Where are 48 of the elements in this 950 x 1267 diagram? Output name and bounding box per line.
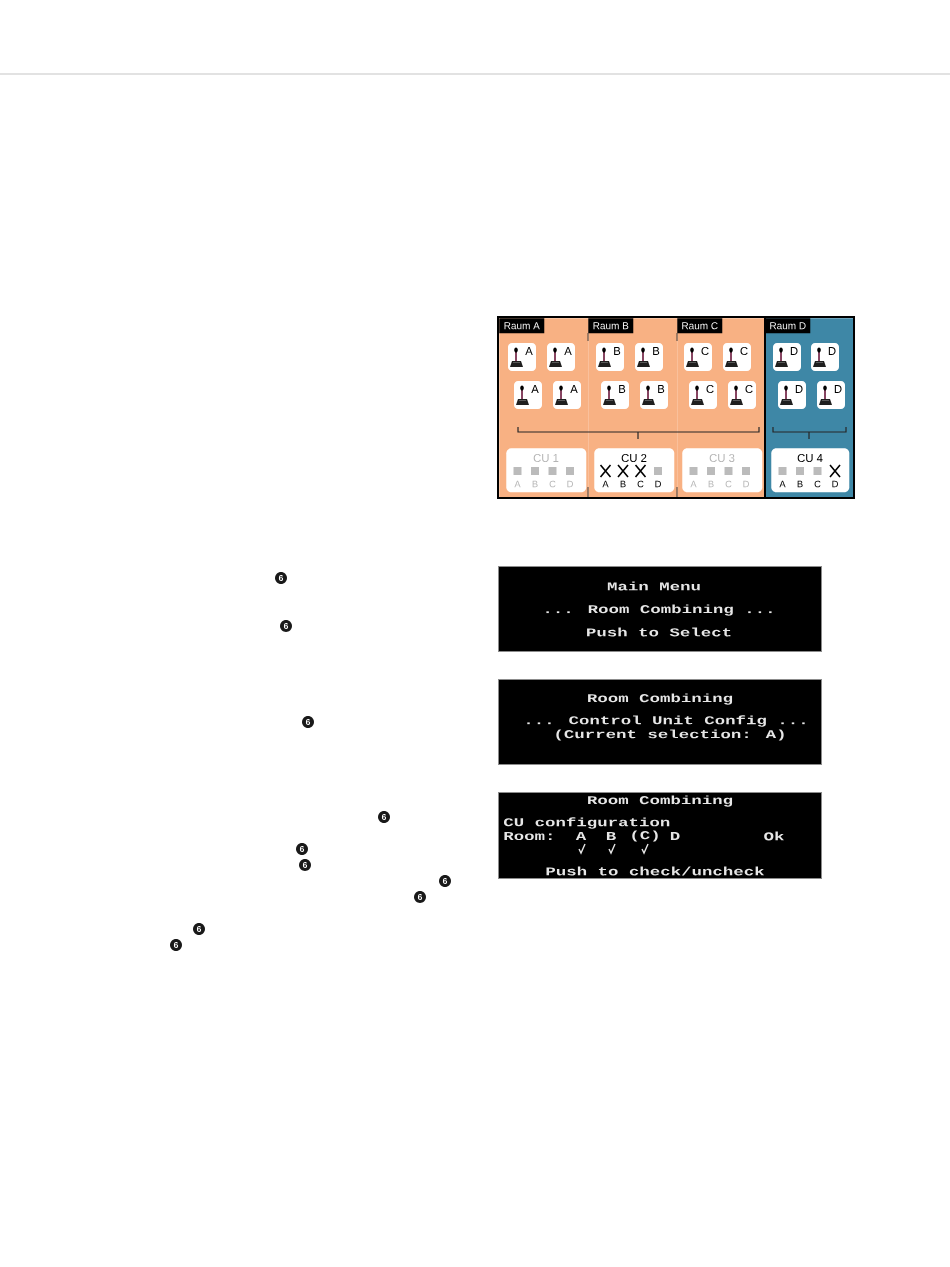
screen-text: Push to Select [587,627,731,637]
screen-text: Room Combining [588,795,733,807]
screen-text: (Current selection: A) [556,729,784,741]
slot-letter: D [832,480,838,488]
lcd-screen [498,679,822,765]
slot-letter: A [690,480,697,488]
callout-number: 6 [275,572,287,584]
callout-number: 6 [302,716,314,728]
lcd-screen [498,566,822,652]
screen-text: B [606,832,616,840]
slot-letter: D [743,480,749,488]
callout-number: 6 [414,891,426,903]
callout-number: 6 [299,859,311,871]
slot-letter: B [532,480,538,488]
slot-letter: B [797,480,803,488]
slot-letter: C [814,480,821,488]
callout-number: 6 [193,923,205,935]
slot-letter: B [620,480,626,488]
slot-letter: A [779,480,786,488]
slot-letter: B [708,480,714,488]
room-tab: Raum D [765,318,811,334]
callout-number: 6 [170,939,182,951]
slot-letter: C [549,480,556,488]
room-tab: Raum A [499,318,545,334]
screen-text: A [575,832,587,840]
callout-number: 6 [296,843,308,855]
screen-text: CU configuration [503,817,670,829]
lcd-screen [498,792,822,879]
room-tab: Raum B [588,318,634,334]
screen-text: Ok [764,831,784,841]
slot-letter: D [567,480,573,488]
screen-text: (C) [632,830,658,842]
callout-number: 6 [280,620,292,632]
screen-text: ... Control Unit Config ... [527,715,805,727]
screen-text: Main Menu [607,581,700,591]
slot-letter: C [637,480,644,488]
slot-letter: D [655,480,661,488]
screen-text: Room: [504,832,552,841]
screen-text: D [670,832,680,840]
screen-text: Room Combining [588,693,733,705]
screen-text: ... Room Combining ... [546,604,772,616]
room-tab: Raum C [677,318,723,334]
callout-number: 6 [439,875,451,887]
callout-number: 6 [378,811,390,823]
slot-letter: A [514,480,521,488]
slot-letter: C [725,480,732,488]
screen-text: Push to check/uncheck [546,866,765,876]
slot-letter: A [602,480,609,488]
